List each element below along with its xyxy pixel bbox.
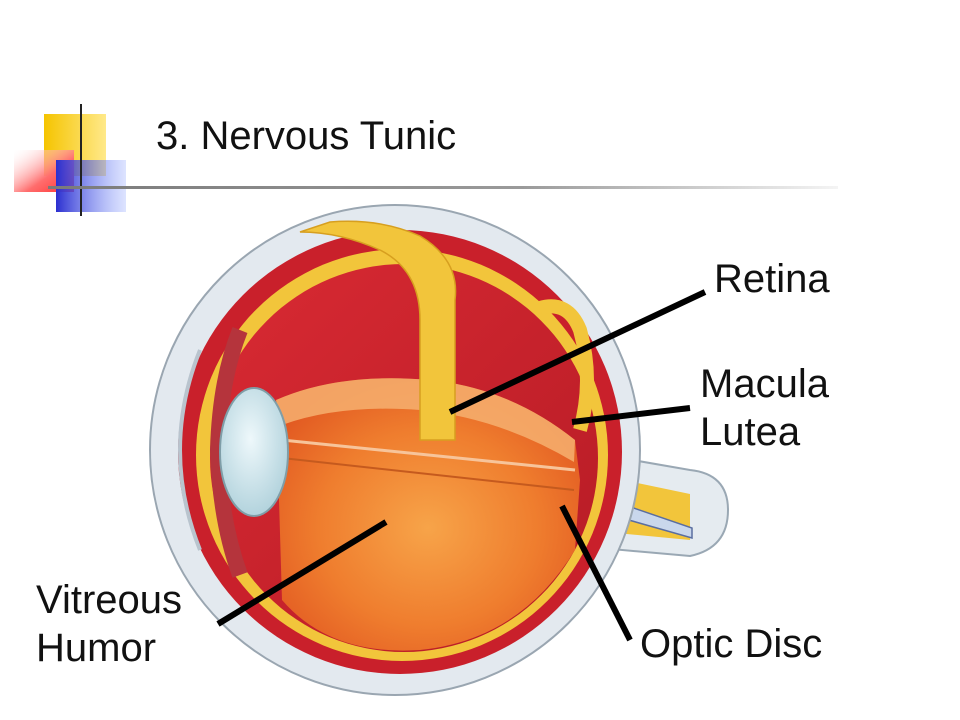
vitreous-humor-label: Vitreous Humor <box>36 576 182 672</box>
macula-label-line1: Macula <box>700 362 829 406</box>
vitreous-label-line1: Vitreous <box>36 578 183 622</box>
slide-title: 3. Nervous Tunic <box>156 114 457 158</box>
macula-leader <box>571 405 691 425</box>
retina-fold <box>299 220 457 441</box>
retina-leader <box>448 289 707 415</box>
lens <box>219 387 289 517</box>
retina-label: Retina <box>714 257 830 301</box>
macula-lutea-label: Macula Lutea <box>700 360 829 456</box>
macula-lutea <box>538 299 594 432</box>
leader-lines <box>216 289 707 642</box>
vitreous-label-line2: Humor <box>36 626 157 670</box>
cornea <box>178 349 202 551</box>
vitreous-leader <box>216 519 388 627</box>
optic-disc-label: Optic Disc <box>640 622 823 666</box>
vitreous-body <box>276 378 580 651</box>
ciliary-body <box>209 327 248 578</box>
macula-label-line2: Lutea <box>700 410 801 454</box>
optic-disc-leader <box>559 504 633 642</box>
title-divider <box>48 186 838 189</box>
